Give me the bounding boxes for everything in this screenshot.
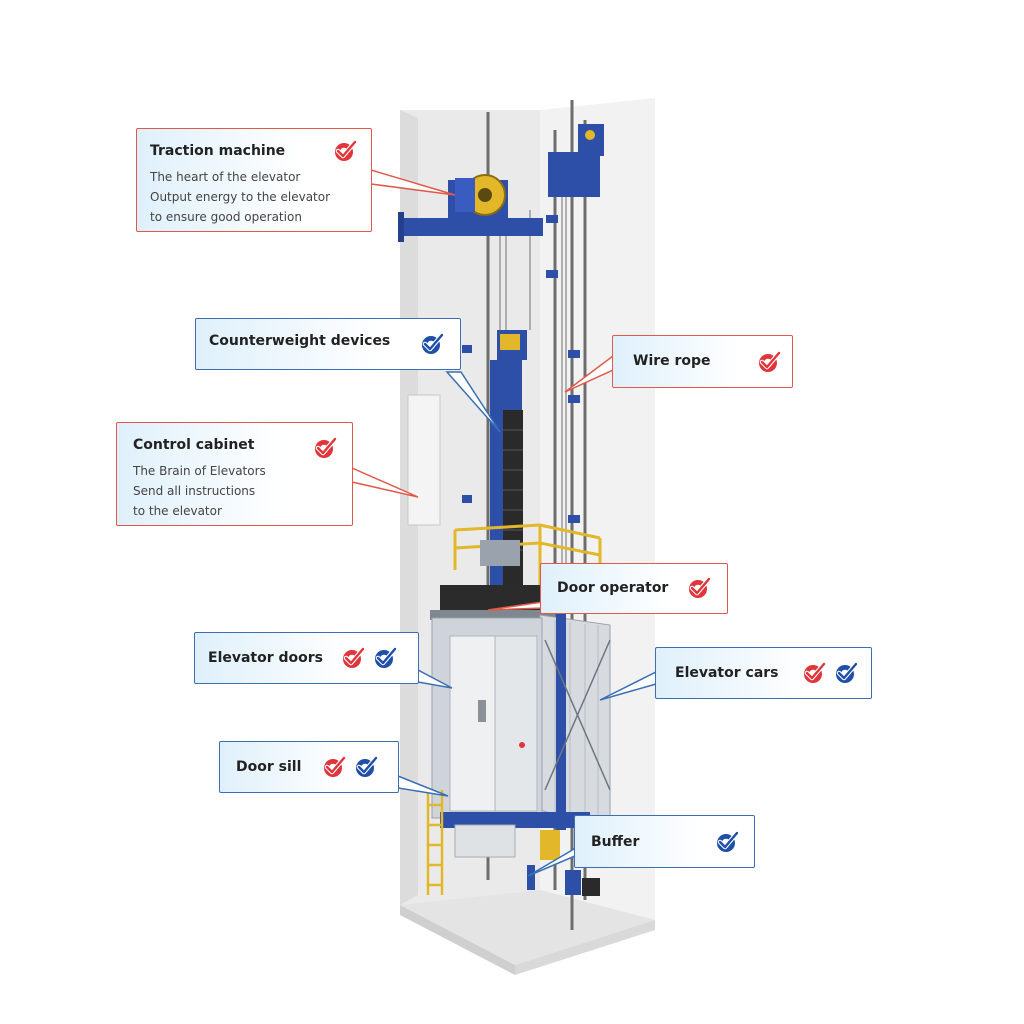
red-check-icon — [341, 646, 366, 670]
door-operator-beam — [430, 610, 555, 620]
blue-check-icon — [834, 661, 859, 685]
tension-weight — [582, 878, 600, 896]
red-check-icon — [687, 576, 712, 600]
shaft-floor — [400, 890, 655, 965]
car-sling-post — [556, 600, 566, 830]
traction-hub — [478, 188, 492, 202]
beam-bracket — [398, 212, 404, 242]
car-diagonal-braces — [544, 639, 611, 791]
top-beam — [398, 218, 543, 236]
buffer-title: Buffer — [591, 834, 640, 850]
callout-counterweight-devices: Counterweight devices — [195, 318, 461, 370]
door-sill-title: Door sill — [236, 759, 302, 775]
safety-gear — [540, 830, 560, 860]
cw-buffer — [565, 870, 581, 895]
car-door-left — [449, 635, 496, 812]
car-apron — [454, 824, 516, 858]
callout-control-cabinet: Control cabinet The Brain of Elevators S… — [116, 422, 353, 526]
traction-machine-description: The heart of the elevator Output energy … — [150, 170, 331, 224]
car-bottom-frame — [440, 812, 590, 828]
machine-motor — [455, 178, 475, 212]
blue-check-icon — [373, 646, 398, 670]
car-door-right — [494, 635, 538, 812]
door-operator-title: Door operator — [557, 580, 669, 596]
shaft-floor-front — [400, 905, 515, 975]
leader-lines — [351, 168, 657, 877]
callout-door-operator: Door operator — [540, 563, 728, 614]
blue-check-icon — [715, 830, 740, 854]
blue-check-icon — [420, 332, 445, 356]
callout-wire-rope: Wire rope — [612, 335, 793, 388]
red-check-icon — [322, 755, 347, 779]
elevator-cars-title: Elevator cars — [675, 665, 779, 681]
shaft-floor-side — [515, 920, 655, 975]
callout-door-sill: Door sill — [219, 741, 399, 793]
callout-elevator-cars: Elevator cars — [655, 647, 872, 699]
control-cabinet-title: Control cabinet — [133, 437, 255, 453]
counterweight-plates — [503, 429, 523, 551]
elevator-doors-title: Elevator doors — [208, 650, 324, 666]
car-red-indicator — [519, 742, 525, 748]
control-cabinet-box — [407, 394, 441, 526]
blue-check-icon — [354, 755, 379, 779]
diverter-frame — [548, 152, 600, 197]
red-check-icon — [333, 139, 358, 163]
control-cabinet-description: The Brain of Elevators Send all instruct… — [133, 464, 266, 518]
traction-machine-title: Traction machine — [150, 143, 286, 159]
counterweight-devices-title: Counterweight devices — [209, 333, 391, 349]
callout-buffer: Buffer — [574, 815, 755, 868]
car-side-lines — [554, 620, 599, 826]
callout-elevator-doors: Elevator doors — [194, 632, 419, 684]
red-check-icon — [802, 661, 827, 685]
diverter-top — [578, 124, 604, 156]
car-panel — [478, 700, 486, 722]
red-check-icon — [757, 350, 782, 374]
buffer-post — [527, 865, 535, 890]
callout-traction-machine: Traction machine The heart of the elevat… — [136, 128, 372, 232]
car-top-box — [480, 540, 520, 566]
pit-ladder — [426, 790, 444, 895]
diverter-wheel — [585, 130, 595, 140]
wire-rope-title: Wire rope — [633, 353, 711, 369]
red-check-icon — [313, 436, 338, 460]
counterweight-sheave-box — [500, 334, 520, 350]
